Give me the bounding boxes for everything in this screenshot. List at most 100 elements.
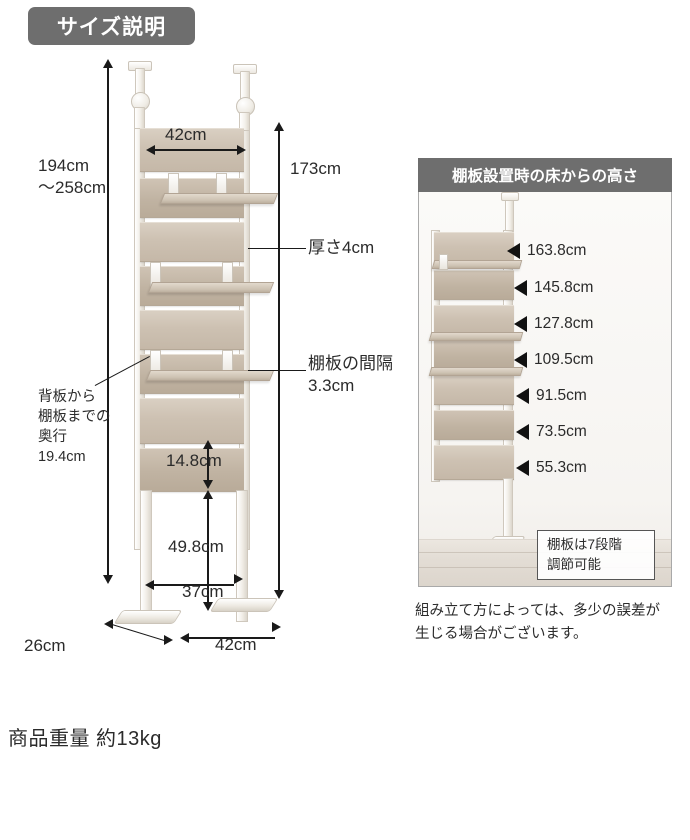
assembly-disclaimer-line1: 組み立て方によっては、多少の誤差が xyxy=(415,603,661,619)
photo-board-5 xyxy=(434,375,514,405)
size-description-badge: サイズ説明 xyxy=(28,7,195,45)
bottom-board-label: 14.8cm xyxy=(166,451,222,470)
board-width-arrow-right xyxy=(237,145,246,155)
shelf-height-value: 109.5cm xyxy=(534,351,594,368)
triangle-left-icon xyxy=(516,424,529,440)
overall-height-label-line1: 194cm xyxy=(38,156,90,175)
shelf-adjust-note: 棚板は7段階 調節可能 xyxy=(537,530,655,580)
leg-left xyxy=(140,490,152,622)
overall-height-arrow-top xyxy=(103,59,113,68)
shelf-board-middle xyxy=(147,282,275,293)
product-weight-label: 商品重量 約13kg xyxy=(8,728,162,750)
leg-clearance-arrow-top xyxy=(203,490,213,499)
photo-shelf-2 xyxy=(428,332,524,341)
rack-height-label: 173cm xyxy=(290,159,342,178)
base-width-line xyxy=(189,637,275,639)
foot-left xyxy=(113,610,183,624)
photo-tension-pole xyxy=(505,196,514,234)
shelf-height-value: 163.8cm xyxy=(527,242,587,259)
board-width-arrow-left xyxy=(146,145,155,155)
depth-note-line3: 奥行 xyxy=(38,429,67,445)
depth-note-label: 背板から 棚板までの 奥行 19.4cm xyxy=(38,387,111,467)
shelf-gap-label: 棚板の間隔 3.3cm xyxy=(308,353,393,397)
triangle-left-icon xyxy=(514,280,527,296)
shelf-height-item: 145.8cm xyxy=(514,279,593,297)
bottom-board-arrow-bottom xyxy=(203,480,213,489)
rack-height-line xyxy=(278,130,280,590)
shelf-board-top xyxy=(159,193,279,204)
shelf-height-photo: 163.8cm 145.8cm 127.8cm 109.5cm 91.5cm 7… xyxy=(418,192,672,587)
shelf-height-value: 127.8cm xyxy=(534,315,594,332)
shelf-height-item: 163.8cm xyxy=(507,242,586,260)
base-depth-label: 26cm xyxy=(24,636,66,655)
board-width-label: 42cm xyxy=(165,125,207,144)
bottom-board-line xyxy=(207,448,209,480)
shelf-height-item: 91.5cm xyxy=(516,387,587,405)
size-description-badge-label: サイズ説明 xyxy=(56,16,167,39)
inner-leg-label: 37cm xyxy=(182,582,224,601)
assembly-disclaimer: 組み立て方によっては、多少の誤差が 生じる場合がございます。 xyxy=(415,600,677,646)
base-width-label: 42cm xyxy=(215,635,257,654)
shelf-height-panel-header: 棚板設置時の床からの高さ xyxy=(418,158,672,192)
photo-pole-cap xyxy=(501,192,519,201)
wood-board-3 xyxy=(140,222,244,262)
shelf-height-value: 145.8cm xyxy=(534,279,594,296)
thickness-leader-line xyxy=(248,248,306,250)
left-dimension-diagram: 194cm 〜258cm 42cm 173cm 厚さ4cm 棚板の間隔 3.3c… xyxy=(0,50,400,660)
triangle-left-icon xyxy=(514,352,527,368)
wood-board-5 xyxy=(140,310,244,350)
photo-board-6 xyxy=(434,410,514,440)
triangle-left-icon xyxy=(514,316,527,332)
rack-illustration xyxy=(0,50,300,660)
photo-bracket-1 xyxy=(439,254,448,270)
rack-height-arrow-bottom xyxy=(274,590,284,599)
leg-clearance-line xyxy=(207,498,209,602)
shelf-height-item: 55.3cm xyxy=(516,459,587,477)
overall-height-label: 194cm 〜258cm xyxy=(38,155,106,199)
photo-board-2 xyxy=(434,270,514,300)
leg-clearance-arrow-bottom xyxy=(203,602,213,611)
shelf-height-item: 127.8cm xyxy=(514,315,593,333)
depth-note-line2: 棚板までの xyxy=(38,409,111,425)
shelf-height-item: 109.5cm xyxy=(514,351,593,369)
shelf-gap-leader-line xyxy=(248,370,306,372)
shelf-height-value: 55.3cm xyxy=(536,459,587,476)
assembly-disclaimer-line2: 生じる場合がございます。 xyxy=(415,626,588,643)
leg-right xyxy=(236,490,248,622)
shelf-height-value: 91.5cm xyxy=(536,387,587,404)
inner-leg-arrow-right xyxy=(234,574,243,584)
triangle-left-icon xyxy=(507,243,520,259)
leg-clearance-label: 49.8cm xyxy=(168,537,224,556)
shelf-adjust-note-line1: 棚板は7段階 xyxy=(547,537,623,553)
photo-shelf-3 xyxy=(428,367,524,376)
photo-board-7 xyxy=(434,445,514,480)
base-width-arrow-left xyxy=(180,633,189,643)
base-depth-arrow-right xyxy=(164,635,173,645)
bottom-board-arrow-top xyxy=(203,440,213,449)
inner-leg-arrow-left xyxy=(145,580,154,590)
wood-board-8 xyxy=(140,448,244,492)
shelf-height-value: 73.5cm xyxy=(536,423,587,440)
rack-height-arrow-top xyxy=(274,122,284,131)
shelf-height-panel: 棚板設置時の床からの高さ 163.8cm 145.8 xyxy=(418,158,672,588)
triangle-left-icon xyxy=(516,388,529,404)
shelf-height-panel-title: 棚板設置時の床からの高さ xyxy=(451,168,638,185)
shelf-gap-label-line1: 棚板の間隔 xyxy=(308,354,393,373)
photo-board-4 xyxy=(434,340,514,370)
overall-height-line xyxy=(107,67,109,575)
overall-height-label-line2: 〜258cm xyxy=(38,177,107,197)
triangle-left-icon xyxy=(516,460,529,476)
base-width-arrow-right xyxy=(272,622,281,632)
inner-leg-line xyxy=(154,584,234,586)
depth-note-line1: 背板から xyxy=(38,389,96,405)
base-depth-arrow-left xyxy=(104,619,113,629)
shelf-board-lower xyxy=(145,370,275,381)
photo-board-3 xyxy=(434,305,514,335)
shelf-gap-label-line2: 3.3cm xyxy=(308,375,355,395)
shelf-height-item: 73.5cm xyxy=(516,423,587,441)
tension-pole-left-lower xyxy=(134,107,145,129)
overall-height-arrow-bottom xyxy=(103,575,113,584)
wood-board-7 xyxy=(140,398,244,444)
depth-note-line4: 19.4cm xyxy=(38,449,86,465)
thickness-label: 厚さ4cm xyxy=(308,238,375,257)
